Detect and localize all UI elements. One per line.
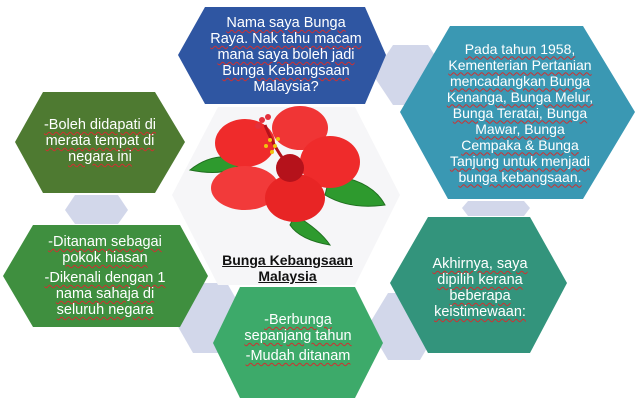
text-line: seluruh negara: [56, 302, 154, 318]
text-line: nama sahaja di: [55, 286, 155, 302]
text-line: -Dikenali dengan 1: [44, 270, 166, 286]
text-line: pokok hiasan: [62, 250, 148, 266]
text-line: Pada tahun 1958,: [464, 40, 576, 57]
connector-hex-left: [65, 195, 128, 224]
text-line: negara ini: [68, 149, 132, 165]
hex-left-bottom: [3, 225, 208, 327]
text-line: Bunga Teratai, Bunga: [452, 104, 588, 121]
text-line: mana saya boleh jadi: [217, 47, 355, 63]
text-line: Malaysia?: [253, 79, 319, 95]
hex-top: [178, 7, 386, 104]
caption-line: Bunga Kebangsaan: [222, 252, 353, 268]
text-line: keistimewaan:: [434, 304, 526, 320]
hex-right-top: [400, 26, 635, 199]
connector-hex-right: [462, 201, 530, 216]
text-line: -Berbunga: [264, 312, 332, 328]
text-line: sepanjang tahun: [244, 328, 352, 344]
text-line: Kenanga, Bunga Melur,: [446, 88, 594, 105]
hex-left-top-text: -Boleh didapati di merata tempat di nega…: [30, 115, 170, 167]
text-line: Nama saya Bunga: [226, 15, 346, 31]
text-line: mencadangkan Bunga: [449, 72, 591, 89]
text-line: Akhirnya, saya: [432, 256, 528, 272]
text-line: beberapa: [449, 288, 511, 304]
text-line: bunga kebangsaan.: [458, 168, 582, 185]
hex-bottom: [213, 287, 383, 398]
hex-top-text: Nama saya Bunga Raya. Nak tahu macam man…: [200, 12, 372, 98]
hex-right-bottom: [390, 217, 567, 353]
text-line: Kementerian Pertanian: [448, 56, 592, 73]
text-line: -Ditanam sebagai: [48, 234, 162, 250]
text-line: dipilih kerana: [437, 272, 523, 288]
text-line: Mawar, Bunga: [475, 120, 565, 137]
center-caption: Bunga Kebangsaan Malaysia: [220, 252, 355, 284]
caption-line: Malaysia: [258, 268, 317, 284]
hex-bottom-text: -Berbunga sepanjang tahun -Mudah ditanam: [228, 312, 368, 364]
text-line: merata tempat di: [45, 133, 155, 149]
text-line: Cempaka & Bunga: [461, 136, 579, 153]
text-line: Tanjung untuk menjadi: [449, 152, 591, 169]
hex-left-top: [15, 92, 185, 193]
text-line: -Mudah ditanam: [245, 348, 351, 364]
hibiscus-flower-image: [188, 106, 386, 246]
hex-left-bottom-text: -Ditanam sebagai pokok hiasan -Dikenali …: [25, 232, 185, 320]
hex-right-top-text: Pada tahun 1958, Kementerian Pertanian m…: [430, 40, 610, 185]
text-line: -Boleh didapati di: [43, 117, 157, 133]
text-line: Bunga Kebangsaan: [222, 63, 350, 79]
hex-right-bottom-text: Akhirnya, saya dipilih kerana beberapa k…: [415, 255, 545, 321]
text-line: Raya. Nak tahu macam: [210, 31, 362, 47]
